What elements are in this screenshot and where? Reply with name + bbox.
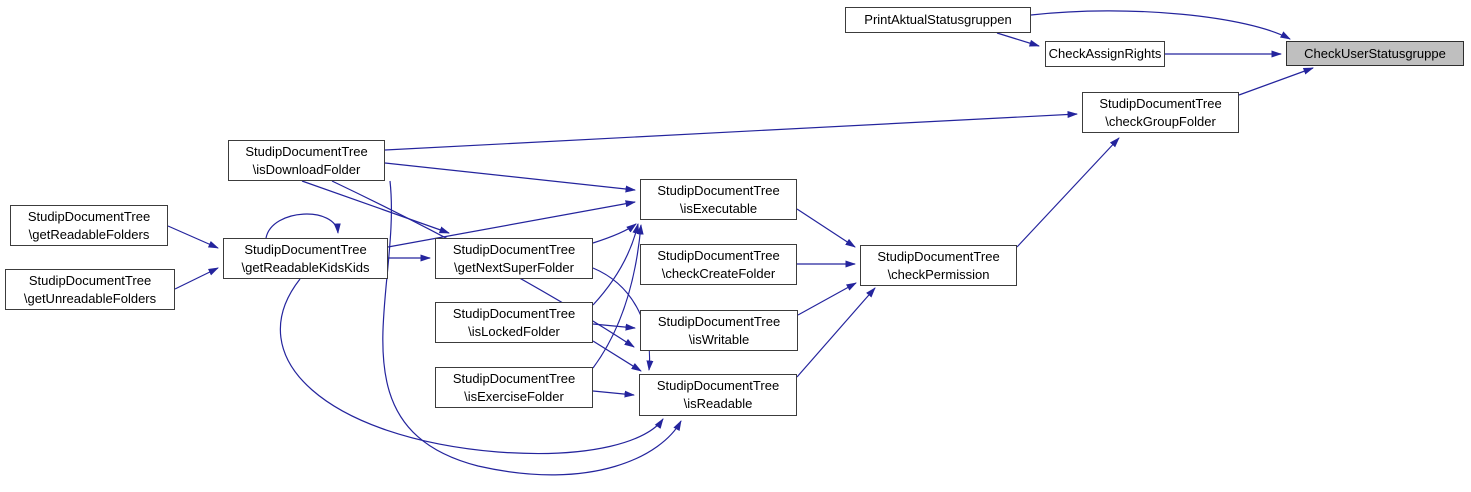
edge-isReadable-checkPermission <box>796 287 876 378</box>
node-checkCreateFolder[interactable]: StudipDocumentTree \checkCreateFolder <box>640 244 797 285</box>
edge-isDownloadFolder-getNextSuperFolder <box>301 180 450 234</box>
node-label-line: StudipDocumentTree <box>452 241 576 257</box>
node-getReadableFolders[interactable]: StudipDocumentTree \getReadableFolders <box>10 205 168 246</box>
node-label-line: StudipDocumentTree <box>657 182 780 198</box>
node-label-line: \checkCreateFolder <box>661 265 776 281</box>
node-label-line: StudipDocumentTree <box>657 247 780 263</box>
node-label-line: CheckUserStatusgruppe <box>1304 45 1446 61</box>
node-label-line: \isWritable <box>688 331 750 347</box>
node-isLockedFolder[interactable]: StudipDocumentTree \isLockedFolder <box>435 302 593 343</box>
node-label-line: StudipDocumentTree <box>452 370 576 386</box>
node-isWritable[interactable]: StudipDocumentTree \isWritable <box>640 310 798 351</box>
edge-getNextSuperFolder-isExecutable <box>592 223 637 244</box>
edge-checkGroupFolder-CheckUserStatusgruppe <box>1238 67 1314 96</box>
node-isReadable[interactable]: StudipDocumentTree \isReadable <box>639 374 797 416</box>
node-checkPermission[interactable]: StudipDocumentTree \checkPermission <box>860 245 1017 286</box>
node-PrintAktualStatusgruppen[interactable]: PrintAktualStatusgruppen <box>845 7 1031 33</box>
node-label-line: StudipDocumentTree <box>452 305 576 321</box>
node-label-line: PrintAktualStatusgruppen <box>864 12 1012 27</box>
node-label-line: StudipDocumentTree <box>657 313 781 329</box>
edge-isLockedFolder-isReadable <box>592 340 642 372</box>
node-label-line: \isExecutable <box>679 200 758 216</box>
edge-isLockedFolder-isWritable <box>592 323 636 331</box>
node-label-line: StudipDocumentTree <box>877 248 1000 264</box>
node-label-line: StudipDocumentTree <box>1099 95 1222 111</box>
node-getUnreadableFolders[interactable]: StudipDocumentTree \getUnreadableFolders <box>5 269 175 310</box>
node-CheckUserStatusgruppe[interactable]: CheckUserStatusgruppe <box>1286 41 1464 66</box>
edge-PrintAktualStatusgruppen-CheckAssignRights <box>996 32 1040 47</box>
node-label-line: StudipDocumentTree <box>27 208 151 224</box>
edge-isDownloadFolder-isExecutable <box>384 162 636 193</box>
edge-getReadableKidsKids-isExecutable <box>387 200 636 248</box>
node-label-line: \getReadableKidsKids <box>241 259 370 275</box>
node-getNextSuperFolder[interactable]: StudipDocumentTree \getNextSuperFolder <box>435 238 593 279</box>
edge-isLockedFolder-isExecutable <box>592 223 640 306</box>
node-isExecutable[interactable]: StudipDocumentTree \isExecutable <box>640 179 797 220</box>
node-label-line: StudipDocumentTree <box>656 378 780 393</box>
node-label-line: \isExerciseFolder <box>464 388 564 404</box>
node-label-line: \isReadable <box>683 396 753 411</box>
edge-checkPermission-checkGroupFolder <box>1016 137 1120 248</box>
node-label-line: StudipDocumentTree <box>245 143 368 159</box>
edge-getUnreadableFolders-getReadableKidsKids <box>174 267 219 290</box>
edge-getNextSuperFolder-isReadable <box>592 267 654 371</box>
edge-getReadableKidsKids-isReadable <box>279 278 664 455</box>
node-label-line: \getReadableFolders <box>28 226 150 242</box>
node-label-line: \checkGroupFolder <box>1105 113 1216 129</box>
edge-PrintAktualStatusgruppen-CheckUserStatusgruppe <box>1030 10 1291 40</box>
node-isDownloadFolder[interactable]: StudipDocumentTree \isDownloadFolder <box>228 140 385 181</box>
edge-isExerciseFolder-isReadable <box>592 390 635 398</box>
edge-isDownloadFolder-checkGroupFolder <box>384 110 1078 151</box>
node-CheckAssignRights[interactable]: CheckAssignRights <box>1045 41 1165 67</box>
node-getReadableKidsKids[interactable]: StudipDocumentTree \getReadableKidsKids <box>223 238 388 279</box>
node-label-line: \isDownloadFolder <box>252 161 361 177</box>
node-checkGroupFolder[interactable]: StudipDocumentTree \checkGroupFolder <box>1082 92 1239 133</box>
edge-isExecutable-checkPermission <box>796 208 856 248</box>
node-label-line: \getNextSuperFolder <box>454 259 574 275</box>
edge-isWritable-checkPermission <box>797 282 857 316</box>
node-label-line: CheckAssignRights <box>1048 46 1162 61</box>
node-label-line: StudipDocumentTree <box>28 272 152 288</box>
node-isExerciseFolder[interactable]: StudipDocumentTree \isExerciseFolder <box>435 367 593 408</box>
edge-getReadableKidsKids-getReadableKidsKids <box>265 213 341 239</box>
node-label-line: \isLockedFolder <box>468 323 560 339</box>
edge-getReadableFolders-getReadableKidsKids <box>167 225 219 249</box>
node-label-line: \getUnreadableFolders <box>23 290 157 306</box>
edge-isExerciseFolder-isExecutable <box>592 224 644 369</box>
node-label-line: \checkPermission <box>887 266 990 282</box>
node-label-line: StudipDocumentTree <box>244 241 367 257</box>
